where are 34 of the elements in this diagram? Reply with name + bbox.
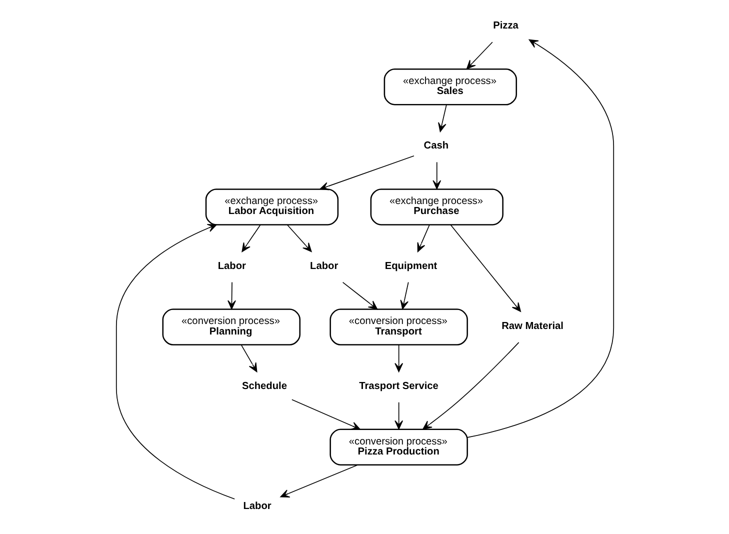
node-text: Labor xyxy=(310,260,338,272)
arrow xyxy=(280,464,358,498)
node-box: «conversion process» Pizza Production xyxy=(329,428,468,466)
node-text: Schedule xyxy=(241,380,286,392)
node-text: Labor xyxy=(242,500,271,512)
node-text: Pizza xyxy=(492,20,518,32)
arrow xyxy=(422,342,519,430)
arrow xyxy=(466,39,614,438)
node-text: Equipment xyxy=(384,260,437,272)
node-text: Raw Material xyxy=(501,320,563,332)
arrow xyxy=(450,224,520,312)
arrow xyxy=(240,344,257,372)
arrow xyxy=(291,399,360,430)
arrow xyxy=(115,224,235,500)
arrow xyxy=(466,42,492,70)
node-box: «conversion process» Transport xyxy=(329,308,468,346)
node-text: Labor xyxy=(217,260,246,272)
arrow xyxy=(394,402,403,430)
arrow xyxy=(400,282,408,310)
node-box: «conversion process» Planning xyxy=(162,308,300,346)
arrow xyxy=(286,224,312,252)
arrow xyxy=(394,344,403,372)
arrow xyxy=(438,104,446,132)
arrow xyxy=(432,162,441,190)
node-box: «exchange process» Labor Acquisition xyxy=(204,188,338,226)
node-box: «exchange process» Sales xyxy=(383,68,516,106)
arrow xyxy=(319,155,414,190)
node-text: Cash xyxy=(423,140,448,152)
node-text: Trasport Service xyxy=(358,380,438,392)
arrow xyxy=(416,224,430,252)
arrow xyxy=(241,224,260,252)
arrow xyxy=(342,282,378,310)
node-box: «exchange process» Purchase xyxy=(370,188,503,226)
arrow xyxy=(227,282,236,310)
